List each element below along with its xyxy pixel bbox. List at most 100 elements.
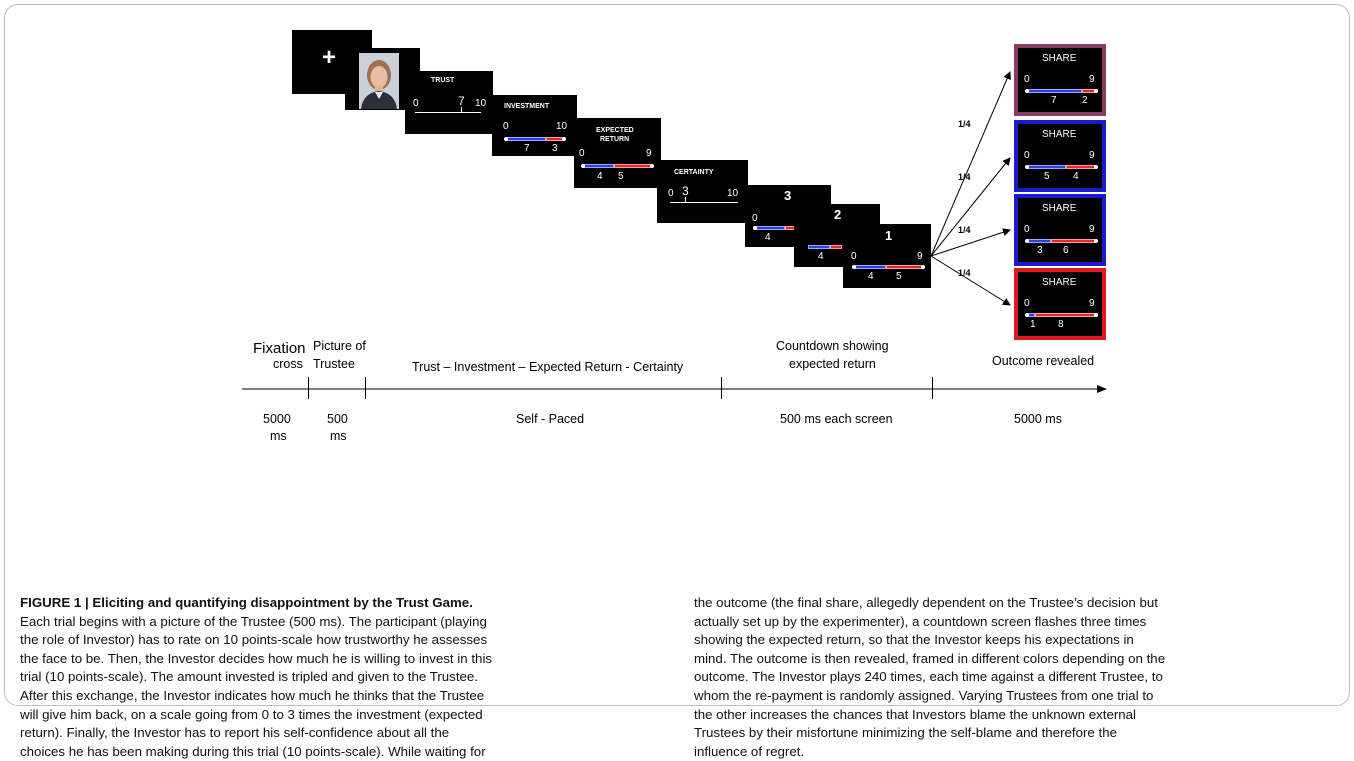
expected-return-red-bar <box>614 164 651 168</box>
timeline-tick-countdown-end <box>932 377 933 399</box>
outcome-1-right-value: 2 <box>1082 95 1088 106</box>
caption-line: the role of Investor) has to rate on 10 … <box>20 632 488 648</box>
countdown-3-blue-bar <box>755 226 785 230</box>
outcome-screen-3: SHARE 0 9 3 6 <box>1014 194 1106 266</box>
expected-return-screen: EXPECTED RETURN 0 9 4 5 <box>574 118 661 188</box>
investment-endpoint-left <box>504 137 508 141</box>
outcome-3-scale-min: 0 <box>1024 224 1030 235</box>
duration-picture-unit: ms <box>330 429 347 443</box>
countdown-1-left-value: 4 <box>868 271 874 282</box>
countdown-3-left-value: 4 <box>765 232 771 243</box>
countdown-number-1: 1 <box>885 228 893 243</box>
fixation-cross: + <box>322 44 337 71</box>
caption-left-column: FIGURE 1 | Eliciting and quantifying dis… <box>20 594 680 761</box>
timeline-phase-countdown-line1: Countdown showing <box>776 339 889 353</box>
outcome-2-left-value: 5 <box>1044 171 1050 182</box>
caption-line: showing the expected return, so that the… <box>694 632 1134 648</box>
trust-rating-tick <box>461 107 462 113</box>
probability-label-1: 1/4 <box>958 119 971 129</box>
countdown-2-left-value: 4 <box>818 251 824 262</box>
outcome-4-right-value: 8 <box>1058 319 1064 330</box>
timeline-phase-fixation-line2: cross <box>273 357 303 371</box>
outcome-2-scale-min: 0 <box>1024 150 1030 161</box>
outcome-4-scale-min: 0 <box>1024 298 1030 309</box>
timeline-phase-rating: Trust – Investment – Expected Return - C… <box>412 360 684 374</box>
expected-return-label-line1: EXPECTED <box>596 127 634 134</box>
outcome-1-scale-max: 9 <box>1089 74 1095 85</box>
figure-frame <box>4 4 1350 706</box>
trustee-face-photo <box>359 53 399 109</box>
outcome-2-endpoint-left <box>1025 165 1029 169</box>
outcome-4-red-bar <box>1035 313 1095 317</box>
certainty-rating-tick <box>685 197 686 203</box>
outcome-screen-4: SHARE 0 9 1 8 <box>1014 268 1106 340</box>
expected-return-left-value: 4 <box>597 171 603 182</box>
countdown-number-3: 3 <box>784 188 792 203</box>
expected-return-label-line2: RETURN <box>600 136 630 143</box>
outcome-4-share-label: SHARE <box>1042 277 1077 288</box>
outcome-2-red-bar <box>1066 165 1095 169</box>
caption-line: will give him back, on a scale going fro… <box>20 706 483 722</box>
outcome-3-red-bar <box>1051 239 1095 243</box>
timeline-phase-picture-line2: Trustee <box>313 357 355 371</box>
timeline-tick-picture-end <box>365 377 366 399</box>
trust-scale-min: 0 <box>413 98 419 109</box>
countdown-1-blue-bar <box>854 265 886 269</box>
timeline-phase-fixation-line1: Fixation <box>253 340 306 357</box>
probability-label-2: 1/4 <box>958 172 971 182</box>
trust-label: TRUST <box>431 77 455 84</box>
trust-screen: TRUST 0 7 10 <box>405 71 493 134</box>
outcome-3-blue-bar <box>1027 239 1051 243</box>
timeline-phase-countdown-line2: expected return <box>789 357 876 371</box>
duration-fixation-unit: ms <box>270 429 287 443</box>
caption-title: FIGURE 1 | Eliciting and quantifying dis… <box>20 595 473 610</box>
caption-line: influence of regret. <box>694 743 805 759</box>
outcome-3-scale-max: 9 <box>1089 224 1095 235</box>
investment-endpoint-right <box>562 137 566 141</box>
investment-kept-bar <box>506 137 546 141</box>
outcome-4-endpoint-right <box>1094 313 1098 317</box>
outcome-3-endpoint-right <box>1094 239 1098 243</box>
expected-return-endpoint-left <box>581 164 585 168</box>
countdown-3-scale-min: 0 <box>752 213 758 224</box>
certainty-rating-value: 3 <box>682 184 689 198</box>
caption-line: mind. The outcome is then revealed, fram… <box>694 650 1166 666</box>
timeline-tick-fixation-end <box>308 377 309 399</box>
outcome-1-scale-min: 0 <box>1024 74 1030 85</box>
outcome-3-left-value: 3 <box>1037 245 1043 256</box>
certainty-label: CERTAINTY <box>674 169 714 176</box>
duration-fixation-value: 5000 <box>263 412 291 426</box>
investment-invested-bar <box>546 137 563 141</box>
investment-scale-max: 10 <box>556 121 568 132</box>
expected-return-scale-max: 9 <box>646 148 652 159</box>
outcome-3-endpoint-left <box>1025 239 1029 243</box>
certainty-scale-min: 0 <box>668 188 674 199</box>
outcome-1-share-label: SHARE <box>1042 53 1077 64</box>
outcome-3-share-label: SHARE <box>1042 203 1077 214</box>
countdown-1-endpoint-right <box>921 265 925 269</box>
caption-line: the outcome (the final share, allegedly … <box>694 595 1158 610</box>
probability-label-4: 1/4 <box>958 268 971 278</box>
trust-scale-max: 10 <box>475 98 487 109</box>
countdown-number-2: 2 <box>834 207 842 222</box>
outcome-1-endpoint-right <box>1094 89 1098 93</box>
trust-rating-value: 7 <box>458 94 465 108</box>
outcome-screen-1: SHARE 0 9 7 2 <box>1014 44 1106 116</box>
countdown-1-scale-min: 0 <box>851 251 857 262</box>
outcome-2-right-value: 4 <box>1073 171 1079 182</box>
caption-line: the other increases the chances that Inv… <box>694 706 1137 722</box>
investment-screen: INVESTMENT 0 10 7 3 <box>492 95 577 156</box>
timeline-phase-picture-line1: Picture of <box>313 339 366 353</box>
caption-line: return). Finally, the Investor has to re… <box>20 725 450 741</box>
countdown-1-red-bar <box>886 265 922 269</box>
caption-line: outcome. The Investor plays 240 times, e… <box>694 669 1163 685</box>
countdown-3-endpoint-left <box>753 226 757 230</box>
duration-rating: Self - Paced <box>516 412 585 426</box>
outcome-4-left-value: 1 <box>1030 319 1036 330</box>
outcome-4-scale-max: 9 <box>1089 298 1095 309</box>
outcome-2-share-label: SHARE <box>1042 129 1077 140</box>
expected-return-scale-min: 0 <box>579 148 585 159</box>
expected-return-right-value: 5 <box>618 171 624 182</box>
probability-label-3: 1/4 <box>958 225 971 235</box>
duration-picture-value: 500 <box>327 412 348 426</box>
